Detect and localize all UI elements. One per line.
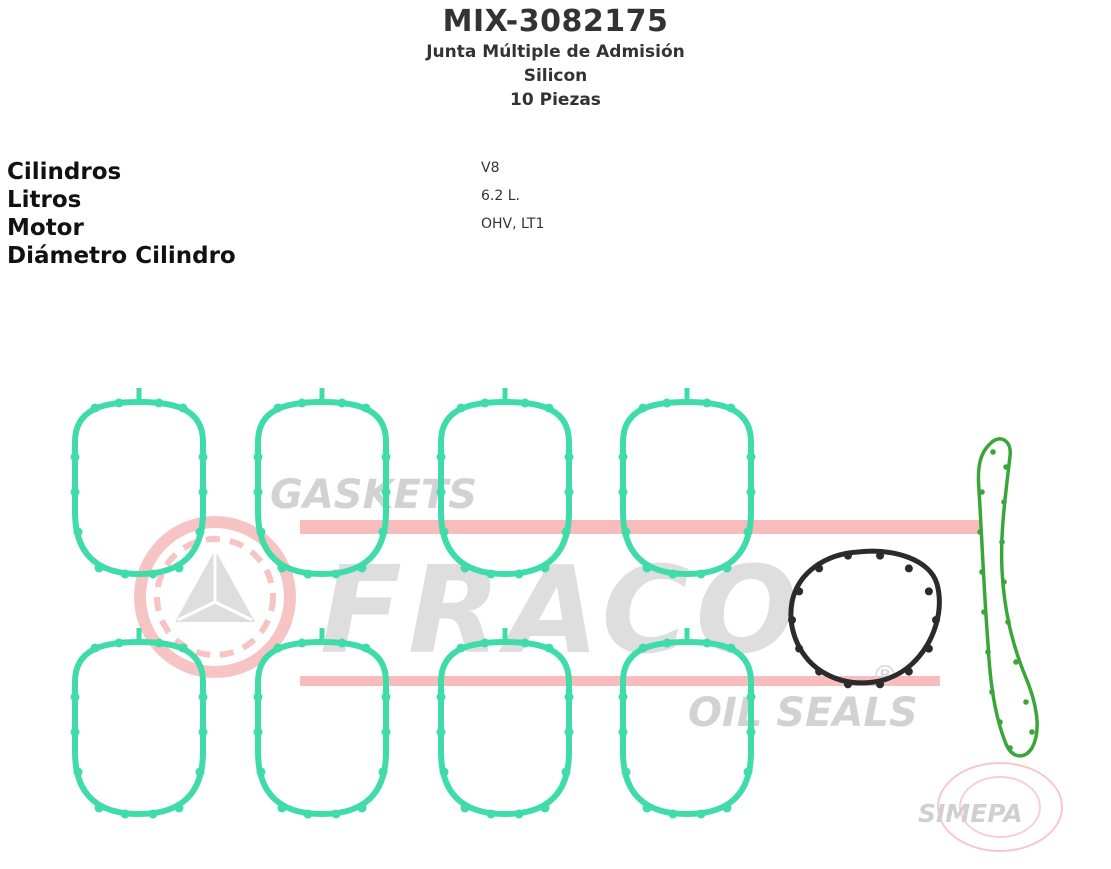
product-description-line-2: Silicon <box>523 66 588 86</box>
intake-port-gaskets <box>70 388 756 819</box>
spec-row-cilindros: Cilindros V8 <box>7 158 1107 186</box>
gasket-set-illustration: GASKETS FRACO ® OIL SEALS SIMEPA <box>70 388 1063 852</box>
brand-watermark: GASKETS FRACO ® OIL SEALS <box>134 472 980 736</box>
spec-row-litros: Litros 6.2 L. <box>7 186 1107 214</box>
spec-row-motor: Motor OHV, LT1 <box>7 214 1107 242</box>
spec-value: OHV, LT1 <box>481 216 545 232</box>
spec-label: Cilindros <box>7 159 122 185</box>
intake-gasket-2 <box>253 388 391 579</box>
product-description-line-1: Junta Múltiple de Admisión <box>426 42 685 62</box>
product-code: MIX-3082175 <box>442 4 669 39</box>
spec-table: Cilindros V8 Litros 6.2 L. Motor OHV, LT… <box>7 158 1107 270</box>
spec-label: Motor <box>7 215 84 241</box>
product-header: MIX-3082175 Junta Múltiple de Admisión S… <box>0 0 1111 112</box>
intake-gasket-4 <box>618 388 756 579</box>
throttle-body-oring <box>788 548 942 689</box>
spec-label: Diámetro Cilindro <box>7 243 236 269</box>
simepa-logo-text: SIMEPA <box>918 799 1023 828</box>
watermark-gaskets: GASKETS <box>270 472 477 518</box>
spec-value: V8 <box>481 160 500 176</box>
intake-gasket-1 <box>70 388 208 579</box>
long-green-seal <box>976 437 1039 758</box>
intake-gasket-6 <box>253 628 391 819</box>
product-description-line-3: 10 Piezas <box>510 90 601 110</box>
intake-gasket-3 <box>436 388 574 579</box>
spec-value: 6.2 L. <box>481 188 520 204</box>
intake-gasket-5 <box>70 628 208 819</box>
spec-label: Litros <box>7 187 82 213</box>
simepa-logo: SIMEPA <box>918 762 1063 852</box>
watermark-oil-seals: OIL SEALS <box>688 690 918 736</box>
intake-gasket-8 <box>618 628 756 819</box>
intake-gasket-7 <box>436 628 574 819</box>
product-image: GASKETS FRACO ® OIL SEALS SIMEPA <box>0 292 1111 869</box>
spec-row-diametro: Diámetro Cilindro <box>7 242 1107 270</box>
